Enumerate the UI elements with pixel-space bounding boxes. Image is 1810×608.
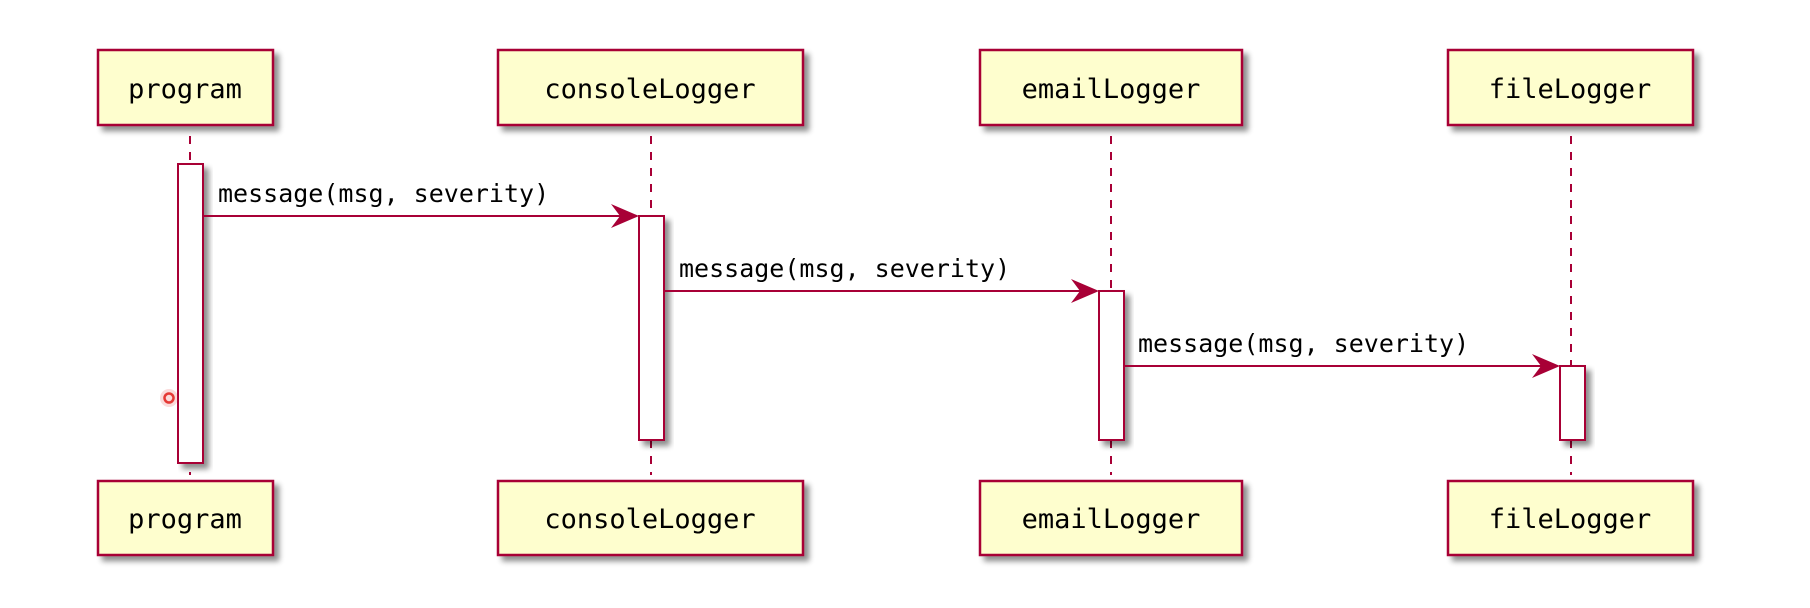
participant-emailLogger-bottom: emailLogger (978, 479, 1244, 557)
participant-label: fileLogger (1489, 74, 1652, 105)
activation-consoleLogger (638, 215, 665, 441)
activation-program (177, 163, 204, 464)
participant-emailLogger-top: emailLogger (978, 48, 1244, 127)
participant-label: emailLogger (1022, 74, 1201, 105)
participants-bottom: program consoleLogger emailLogger fileLo… (96, 479, 1695, 557)
message-label: message(msg, severity) (679, 254, 1010, 283)
participant-program-bottom: program (96, 479, 275, 557)
message-1: message(msg, severity) (203, 179, 639, 228)
arrowhead-icon (1071, 279, 1099, 303)
participant-label: fileLogger (1489, 504, 1652, 535)
participant-fileLogger-top: fileLogger (1446, 48, 1695, 127)
participant-consoleLogger-bottom: consoleLogger (496, 479, 805, 557)
participant-label: program (128, 74, 242, 105)
messages: message(msg, severity) message(msg, seve… (203, 179, 1560, 378)
message-label: message(msg, severity) (218, 179, 549, 208)
arrowhead-icon (611, 204, 639, 228)
message-3: message(msg, severity) (1124, 329, 1560, 378)
activation-emailLogger (1098, 290, 1125, 441)
participant-label: consoleLogger (544, 74, 755, 105)
activation-fileLogger (1559, 365, 1586, 441)
arrowhead-icon (1532, 354, 1560, 378)
participant-program-top: program (96, 48, 275, 127)
participant-label: program (128, 504, 242, 535)
participant-label: consoleLogger (544, 504, 755, 535)
participant-label: emailLogger (1022, 504, 1201, 535)
message-2: message(msg, severity) (664, 254, 1099, 303)
participant-consoleLogger-top: consoleLogger (496, 48, 805, 127)
participant-fileLogger-bottom: fileLogger (1446, 479, 1695, 557)
activations (177, 163, 1586, 464)
participants-top: program consoleLogger emailLogger fileLo… (96, 48, 1695, 127)
cursor-marker-icon (160, 389, 178, 407)
message-label: message(msg, severity) (1138, 329, 1469, 358)
